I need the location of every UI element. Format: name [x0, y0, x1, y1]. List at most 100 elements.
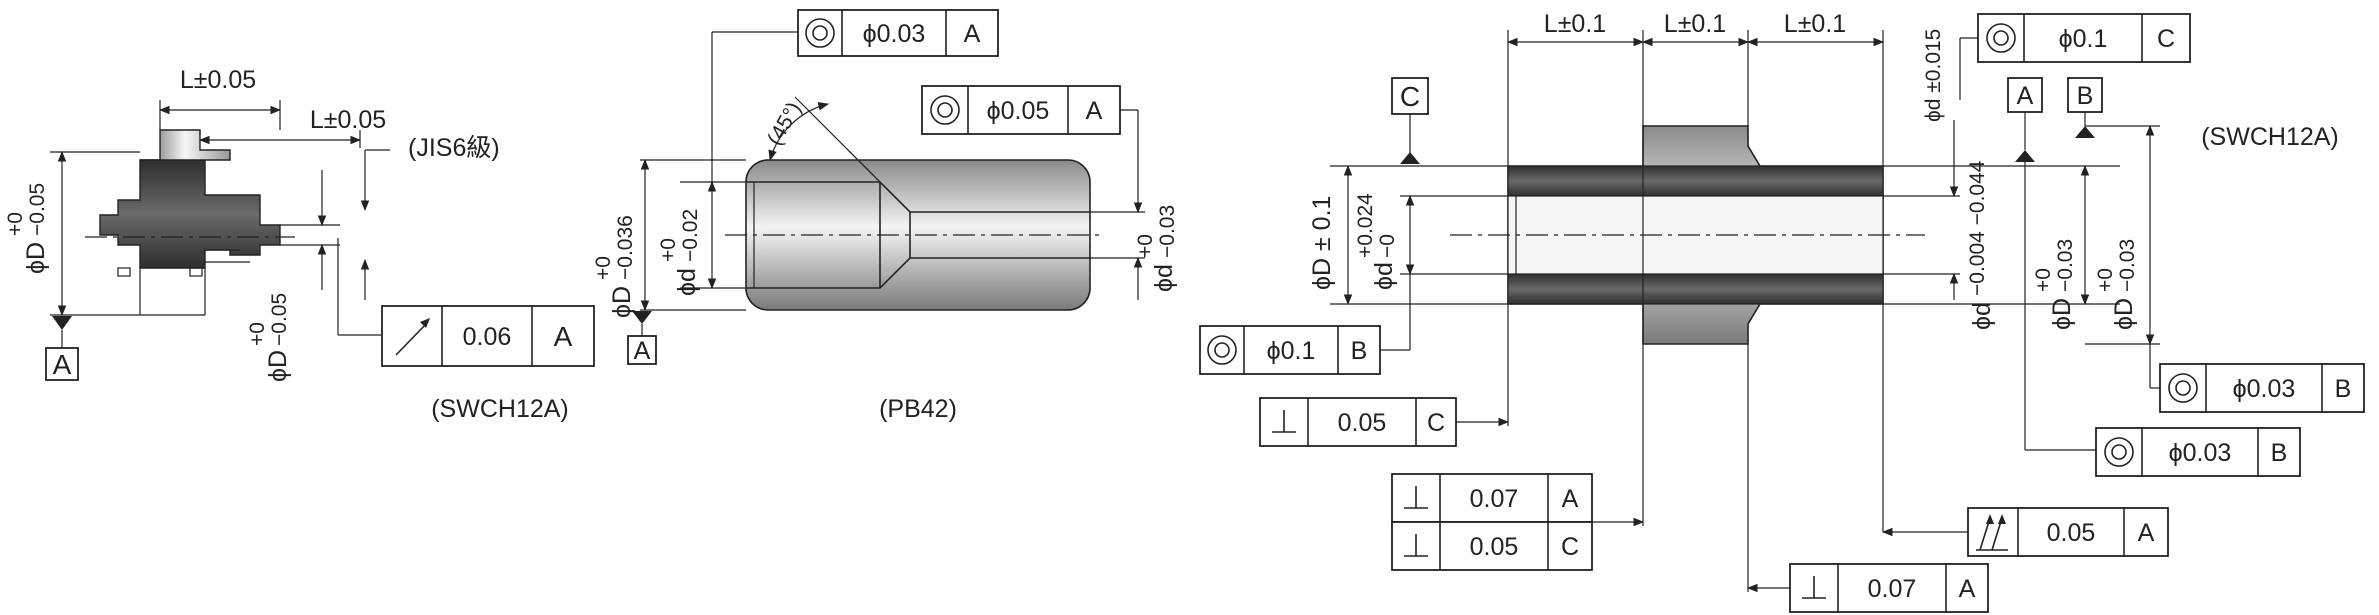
part2-frame-top: ϕ0.03 A	[797, 9, 999, 57]
part3-datum-b-label: B	[2077, 82, 2094, 110]
part2-dia-outer-tol-upper: +0	[592, 256, 615, 280]
concentricity-icon	[2168, 373, 2198, 403]
part3-dia-right-inner-tol: −0.004 −0.044	[1966, 160, 1989, 296]
total-runout-icon	[1976, 514, 2008, 551]
part1-body	[99, 159, 281, 269]
part3-frame-conc-right2-datum: B	[2271, 439, 2288, 467]
part1-runout-datum: A	[554, 321, 573, 352]
concentricity-icon	[1986, 23, 2016, 53]
part1-runout-frame: 0.06 A	[381, 305, 595, 367]
runout-arrow-icon	[395, 318, 430, 356]
part3-frame-conc-right2-value: ϕ0.03	[2169, 439, 2232, 467]
part3-frame-runout-datum: A	[2138, 519, 2155, 547]
part2-dia-inner-tol-lower: −0.02	[679, 209, 702, 262]
part3-dia-left-inner-main: ϕd	[1370, 262, 1398, 290]
part3-dia-right-outer-tol-lower: −0.03	[2116, 239, 2139, 292]
part1-dia-bottom-tol-lower: −0.05	[268, 293, 291, 346]
part3-dim-l2: L±0.1	[1664, 10, 1726, 38]
part1-dim-length-top: L±0.05	[180, 66, 256, 94]
part1-dim-length-step: L±0.05	[310, 106, 386, 134]
part2-frame-top-datum: A	[964, 20, 981, 48]
part3-frame-perp-bottom-datum: A	[1959, 575, 1976, 603]
part3-frame-perp-c: 0.05 C	[1259, 397, 1457, 447]
part3-frame-runout: 0.05 A	[1967, 507, 2169, 557]
perpendicularity-icon	[1802, 576, 1826, 599]
part1-dia-bottom-tol-upper: +0	[246, 322, 269, 346]
part1-dia-left-tol-upper: +0	[4, 212, 27, 236]
part1-datum-label: A	[53, 349, 72, 380]
concentricity-icon	[1207, 335, 1237, 365]
part3-frame-top-value: ϕ0.1	[2059, 25, 2108, 53]
part3-frame-top-datum: C	[2157, 25, 2175, 53]
part3-dia-left-outer: ϕD ± 0.1	[1308, 196, 1336, 290]
concentricity-icon	[930, 95, 960, 125]
part3-frame-top: ϕ0.1 C	[1977, 13, 2191, 63]
part2-drawing: (45°) A ϕ0.03 A	[592, 9, 1179, 423]
part3-frame-perp-c2-value: 0.05	[1470, 533, 1519, 561]
part1-material: (SWCH12A)	[431, 395, 569, 423]
part1-datum-triangle	[52, 316, 72, 330]
part3-dim-top-dia: ϕd ±0.015	[1922, 29, 1945, 122]
part2-dia-right-main: ϕd	[1150, 264, 1178, 292]
part2-angle: (45°)	[763, 98, 806, 149]
part3-frame-left-value: ϕ0.1	[1267, 337, 1316, 365]
part3-dim-l3: L±0.1	[1784, 10, 1846, 38]
part2-frame-mid-value: ϕ0.05	[987, 97, 1050, 125]
part1-datum-box	[45, 347, 79, 381]
part3-band-bottom	[1507, 273, 1884, 305]
part3-drawing: L±0.1 L±0.1 L±0.1 ϕd ±0.015 C A B	[1199, 10, 2365, 613]
part2-dia-inner-tol-upper: +0	[657, 238, 680, 262]
part3-datum-a-label: A	[2017, 82, 2034, 110]
part2-dia-right-tol-lower: −0.03	[1156, 205, 1179, 258]
part2-frame-mid: ϕ0.05 A	[921, 85, 1121, 135]
part1-runout-value: 0.06	[463, 323, 512, 351]
part2-dia-outer-tol-lower: −0.036	[614, 215, 637, 280]
perpendicularity-icon	[1404, 486, 1428, 509]
part3-dia-right-mid-tol-lower: −0.03	[2054, 239, 2077, 292]
part2-datum-box	[627, 335, 657, 365]
part3-dia-right-outer-main: ϕD	[2110, 298, 2138, 330]
part3-dia-right-mid-tol-upper: +0	[2032, 268, 2055, 292]
part3-frame-perp-bottom: 0.07 A	[1789, 563, 1989, 613]
part3-dia-left-inner-tol-upper: +0.024	[1354, 193, 1377, 258]
part2-datum-label: A	[634, 337, 651, 365]
concentricity-icon	[805, 18, 835, 48]
part2-dia-right-tol-upper: +0	[1134, 234, 1157, 258]
part2-datum-triangle	[632, 311, 652, 324]
part2-material: (PB42)	[879, 395, 957, 423]
part3-datum-c-label: C	[1400, 81, 1420, 112]
part3-dia-right-inner-main: ϕd	[1968, 302, 1996, 330]
part3-frame-perp-a-value: 0.07	[1470, 485, 1519, 513]
part3-frame-perp-a-datum: A	[1562, 485, 1579, 513]
part3-frame-conc-right2: ϕ0.03 B	[2095, 427, 2301, 477]
part2-frame-top-value: ϕ0.03	[863, 20, 926, 48]
part3-band-top	[1507, 165, 1884, 197]
part1-dia-left-main: ϕD	[22, 242, 50, 274]
part3-dia-right-outer-tol-upper: +0	[2094, 268, 2117, 292]
part3-dim-l1: L±0.1	[1544, 10, 1606, 38]
part3-frame-perp-bottom-value: 0.07	[1868, 575, 1917, 603]
part3-datum-c-box	[1391, 77, 1429, 115]
part3-frame-perp-c2-datum: C	[1561, 533, 1579, 561]
perpendicularity-icon	[1404, 534, 1428, 557]
part3-frame-runout-value: 0.05	[2047, 519, 2096, 547]
part3-dia-left-inner-tol-lower: −0	[1376, 234, 1399, 258]
part3-frame-conc-right1-datum: B	[2335, 375, 2352, 403]
part1-drawing: A 0.06 A L±0.05 L±0.05 (JIS6級) ϕD +0 −0.…	[4, 66, 595, 423]
part1-dia-left-tol-lower: −0.05	[26, 183, 49, 236]
part3-frame-conc-right1-value: ϕ0.03	[2233, 375, 2296, 403]
part2-dia-outer-main: ϕD	[608, 286, 636, 318]
part3-frame-perp-a: 0.07 A	[1391, 473, 1593, 523]
part1-flange	[140, 129, 231, 161]
part3-dia-right-mid-main: ϕD	[2048, 298, 2076, 330]
part3-frame-perp-c2: 0.05 C	[1391, 521, 1593, 571]
part3-frame-perp-c-value: 0.05	[1338, 409, 1387, 437]
concentricity-icon	[2104, 437, 2134, 467]
perpendicularity-icon	[1272, 410, 1296, 433]
part2-dia-inner-main: ϕd	[673, 268, 701, 296]
part3-frame-left: ϕ0.1 B	[1199, 325, 1381, 375]
part3-material: (SWCH12A)	[2201, 123, 2339, 151]
part3-frame-left-datum: B	[1351, 337, 1368, 365]
part2-frame-mid-datum: A	[1086, 97, 1103, 125]
